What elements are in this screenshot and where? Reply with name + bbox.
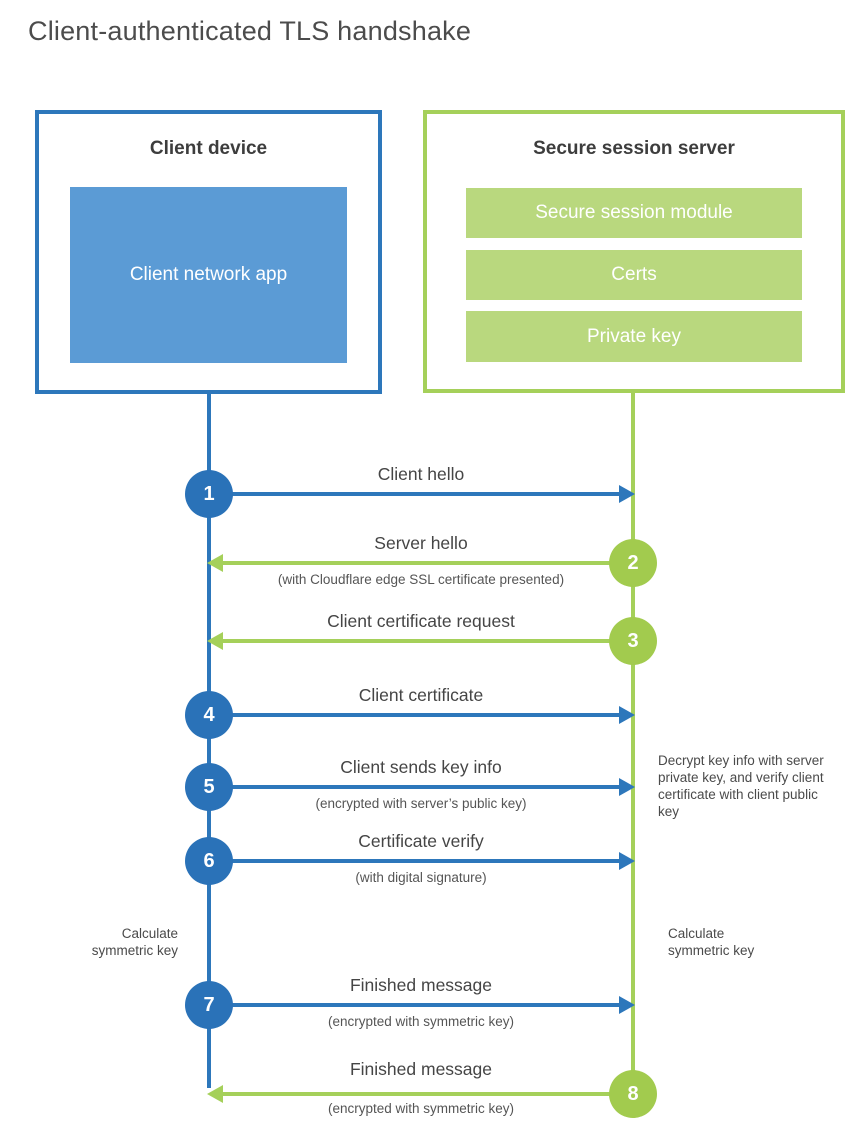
arrow-line-client-certificate: [230, 713, 621, 717]
step-circle-2: 2: [609, 539, 657, 587]
step-circle-1: 1: [185, 470, 233, 518]
server-decrypt-annotation: Decrypt key info with server private key…: [658, 753, 824, 819]
arrow-head-left-icon: [207, 554, 223, 572]
arrow-head-right-icon: [619, 706, 635, 724]
arrow-head-right-icon: [619, 485, 635, 503]
step-circle-7: 7: [185, 981, 233, 1029]
step-circle-3: 3: [609, 617, 657, 665]
client-device-title: Client device: [149, 138, 268, 159]
server-module-label: Secure session module: [535, 202, 733, 223]
calculate-symmetric-key-client: Calculate symmetric key: [91, 926, 178, 958]
server-private-key-bar: Private key: [466, 311, 802, 362]
message-note-client-sends-key-info: (encrypted with server’s public key): [315, 796, 527, 811]
arrow-line-client-sends-key-info: [230, 785, 621, 789]
server-private-key-label: Private key: [587, 325, 681, 347]
client-network-app-box: Client network app: [70, 187, 347, 363]
arrow-line-server-hello: [221, 561, 611, 565]
message-label-server-hello: Server hello: [374, 533, 468, 553]
client-device-box: Client device Client network app: [35, 110, 382, 394]
step-circle-4: 4: [185, 691, 233, 739]
arrow-head-left-icon: [207, 1085, 223, 1103]
message-note-finished-message-client: (encrypted with symmetric key): [327, 1014, 515, 1029]
message-label-client-sends-key-info: Client sends key info: [340, 757, 502, 777]
arrow-line-finished-message-server: [221, 1092, 611, 1096]
arrow-head-left-icon: [207, 632, 223, 650]
step-circle-8: 8: [609, 1070, 657, 1118]
client-network-app-label: Client network app: [129, 264, 288, 285]
arrow-head-right-icon: [619, 996, 635, 1014]
message-label-finished-message-server: Finished message: [349, 1059, 493, 1079]
arrow-line-client-certificate-request: [221, 639, 611, 643]
server-module-bar: Secure session module: [466, 188, 802, 238]
message-label-certificate-verify: Certificate verify: [358, 831, 484, 851]
diagram-title: Client-authenticated TLS handshake: [28, 16, 472, 46]
step-circle-6: 6: [185, 837, 233, 885]
client-lifeline: [207, 394, 211, 1088]
server-lifeline: [631, 393, 635, 1094]
secure-session-server-box: Secure session server Secure session mod…: [423, 110, 845, 393]
step-circle-5: 5: [185, 763, 233, 811]
arrow-head-right-icon: [619, 852, 635, 870]
message-note-certificate-verify: (with digital signature): [355, 870, 487, 885]
message-label-client-certificate: Client certificate: [358, 685, 484, 705]
arrow-head-right-icon: [619, 778, 635, 796]
secure-session-server-title: Secure session server: [533, 138, 735, 159]
message-note-finished-message-server: (encrypted with symmetric key): [327, 1101, 515, 1116]
server-certs-bar: Certs: [466, 250, 802, 300]
arrow-line-certificate-verify: [230, 859, 621, 863]
arrow-line-client-hello: [230, 492, 621, 496]
message-label-client-certificate-request: Client certificate request: [327, 611, 515, 631]
arrow-line-finished-message-client: [230, 1003, 621, 1007]
message-note-server-hello: (with Cloudflare edge SSL certificate pr…: [277, 572, 565, 587]
calculate-symmetric-key-server: Calculate symmetric key: [668, 926, 755, 958]
message-label-client-hello: Client hello: [377, 464, 465, 484]
message-label-finished-message-client: Finished message: [349, 975, 493, 995]
server-certs-label: Certs: [611, 264, 657, 285]
